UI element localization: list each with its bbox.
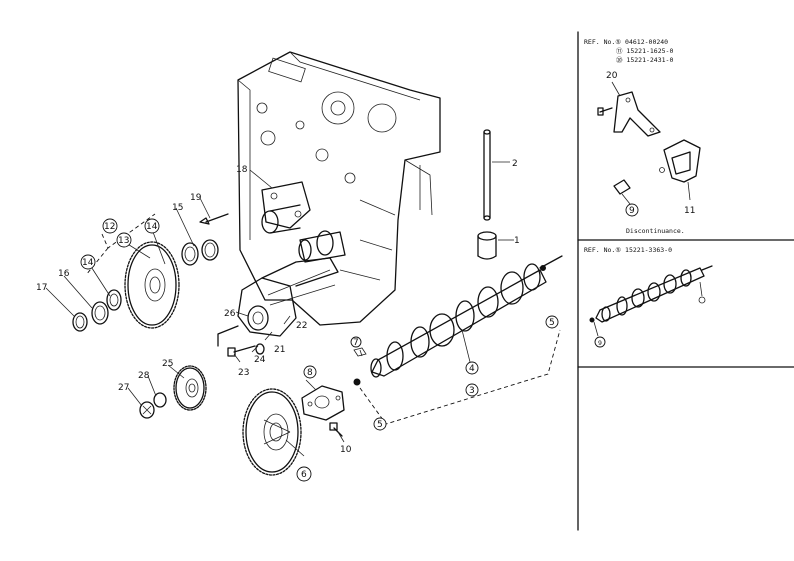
governor-shaft-housing xyxy=(237,230,346,337)
panel-dividers xyxy=(577,31,794,531)
ref-top-line1: REF. No.⑤ 04612-00240 xyxy=(584,38,668,46)
label-r11: 11 xyxy=(684,206,695,216)
small-gear xyxy=(139,325,265,419)
ref-top-line2: ⑪ 15221-1625-0 xyxy=(616,47,673,55)
label-7: 7 xyxy=(353,338,359,348)
label-8: 8 xyxy=(307,368,313,378)
camshaft xyxy=(353,255,563,386)
label-2: 2 xyxy=(512,159,518,169)
ref-bottom-line1: REF. No.⑤ 15221-3363-0 xyxy=(584,246,672,254)
label-17: 17 xyxy=(36,283,47,293)
label-4: 4 xyxy=(469,364,475,374)
label-18: 18 xyxy=(236,165,248,175)
label-13: 13 xyxy=(118,236,129,246)
label-26: 26 xyxy=(224,309,236,319)
label-r-lower9: 9 xyxy=(598,339,602,347)
label-12: 12 xyxy=(104,222,115,232)
label-3: 3 xyxy=(469,386,475,396)
label-15: 15 xyxy=(172,203,183,213)
ref-panel-bottom: REF. No.⑤ 15221-3363-0 9 xyxy=(584,246,713,348)
ref-panel-top: REF. No.⑤ 04612-00240 ⑪ 15221-1625-0 ⑳ 1… xyxy=(584,38,701,235)
label-10: 10 xyxy=(340,445,352,455)
thrust-plate xyxy=(301,385,345,437)
label-25: 25 xyxy=(162,359,173,369)
tappet xyxy=(477,231,497,260)
label-5a: 5 xyxy=(549,318,555,328)
idler-shaft-assembly xyxy=(181,181,311,266)
bracket-12-dashes xyxy=(85,213,156,276)
label-23: 23 xyxy=(238,368,249,378)
label-6: 6 xyxy=(301,470,307,480)
label-1: 1 xyxy=(514,236,520,246)
label-14b: 14 xyxy=(82,258,94,268)
label-21: 21 xyxy=(274,345,285,355)
label-24: 24 xyxy=(254,355,266,365)
cam-gear xyxy=(242,388,302,476)
label-19: 19 xyxy=(190,193,202,203)
discontinued-note: Discontinuance. xyxy=(626,227,685,235)
label-28: 28 xyxy=(138,371,150,381)
label-r9: 9 xyxy=(629,206,635,216)
idler-gear xyxy=(72,241,180,332)
part-labels: 1 2 3 4 5 5 6 7 8 10 12 13 14 14 15 16 1… xyxy=(36,159,559,482)
label-14a: 14 xyxy=(146,222,158,232)
camshaft-dash-group xyxy=(359,329,561,425)
label-22: 22 xyxy=(296,321,307,331)
ref-top-line3: ⑳ 15221-2431-0 xyxy=(616,56,673,64)
label-r20: 20 xyxy=(606,71,618,81)
push-rod xyxy=(483,129,491,221)
label-27: 27 xyxy=(118,383,129,393)
label-16: 16 xyxy=(58,269,70,279)
label-5b: 5 xyxy=(377,420,383,430)
engine-block xyxy=(237,51,441,326)
